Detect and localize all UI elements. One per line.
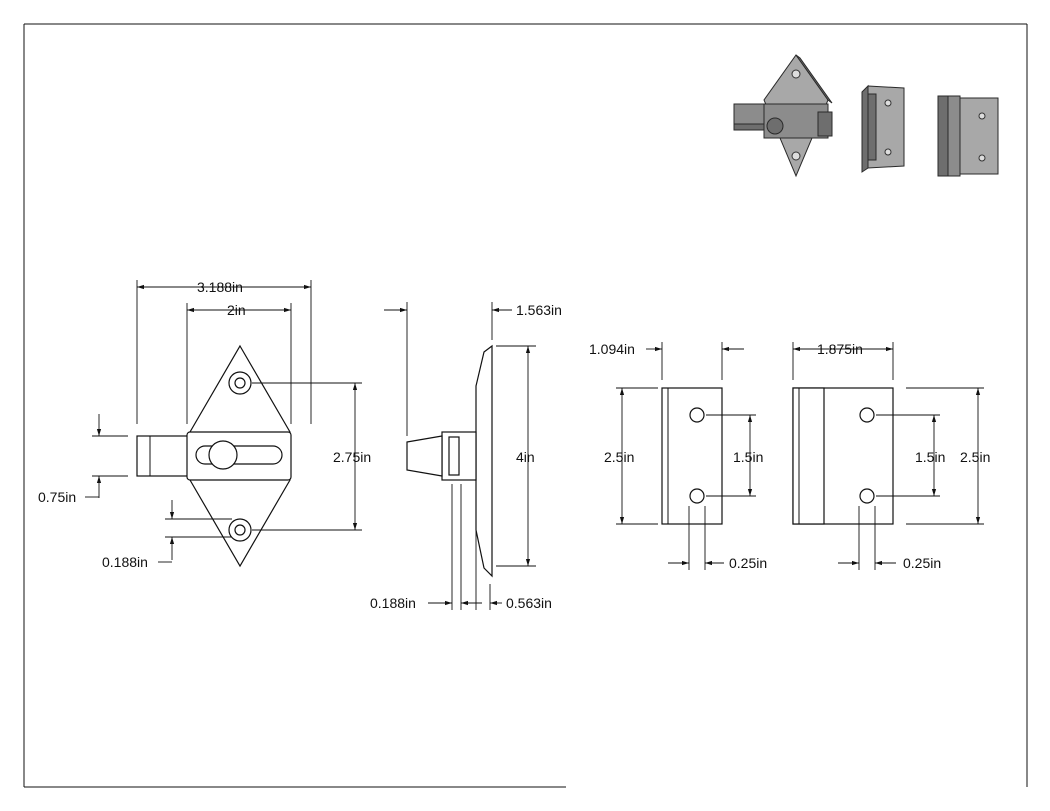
dim-1563: 1.563in	[516, 302, 562, 318]
dim-275: 2.75in	[333, 449, 371, 465]
isometric-latch	[733, 54, 833, 178]
dim-15-keeper: 1.5in	[733, 449, 763, 465]
dim-1875: 1.875in	[817, 341, 863, 357]
dim-25-stop: 2.5in	[960, 449, 990, 465]
dim-0188-front: 0.188in	[102, 554, 148, 570]
dim-0563: 0.563in	[506, 595, 552, 611]
stop-dimensions	[792, 342, 984, 570]
keeper-view	[661, 387, 723, 525]
latch-side-dimensions	[384, 302, 536, 610]
dim-2: 2in	[227, 302, 246, 318]
dim-1094: 1.094in	[589, 341, 635, 357]
dim-3188: 3.188in	[197, 279, 243, 295]
isometric-keeper	[861, 84, 905, 173]
dim-0188-side: 0.188in	[370, 595, 416, 611]
dim-15-stop: 1.5in	[915, 449, 945, 465]
latch-side-view	[406, 344, 493, 578]
dim-25-keeper: 2.5in	[604, 449, 634, 465]
isometric-stop	[937, 95, 999, 177]
keeper-dimensions	[616, 342, 756, 570]
drawing-border	[23, 23, 1028, 788]
dim-025-stop: 0.25in	[903, 555, 941, 571]
dim-025-keeper: 0.25in	[729, 555, 767, 571]
dim-075: 0.75in	[38, 489, 76, 505]
dim-4: 4in	[516, 449, 535, 465]
latch-front-dimensions	[85, 280, 362, 563]
stop-view	[792, 387, 894, 525]
latch-front-view	[136, 344, 292, 568]
